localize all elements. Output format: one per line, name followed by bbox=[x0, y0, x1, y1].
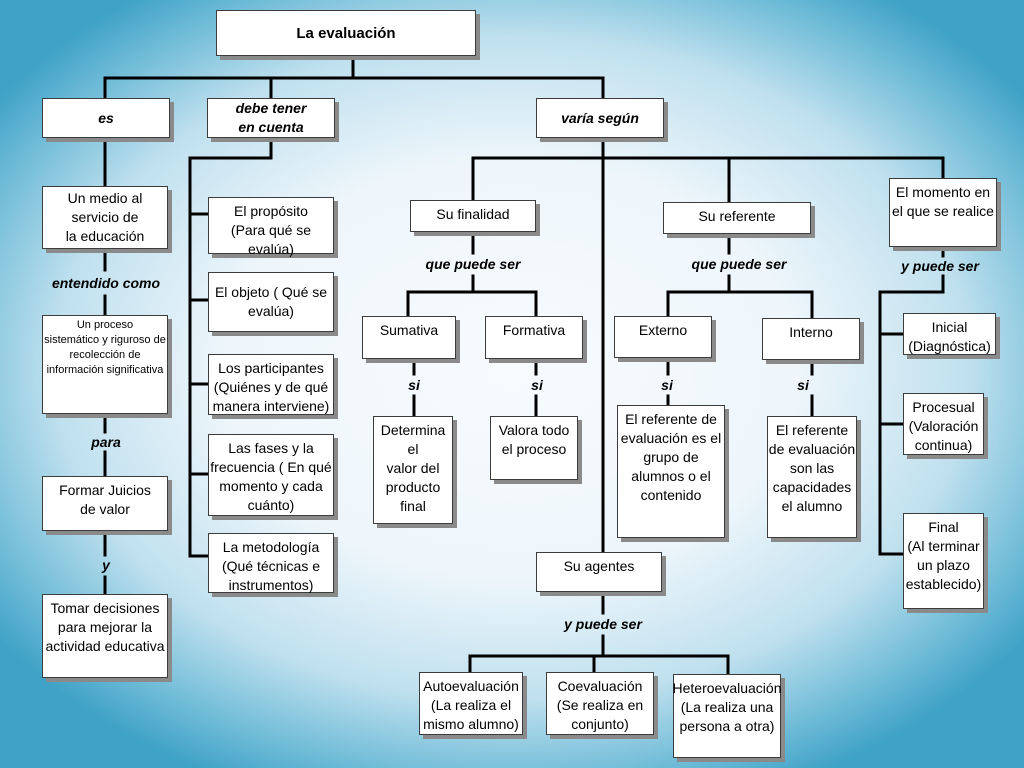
coevaluacion-box: Coevaluación (Se realiza en conjunto) bbox=[546, 672, 654, 735]
cuenta-item-objeto: El objeto ( Qué se evalúa) bbox=[208, 272, 334, 332]
branch-varia-segun: varía según bbox=[536, 98, 664, 138]
referente-box: Su referente bbox=[663, 202, 811, 234]
externo-desc-box: El referente de evaluación es el grupo d… bbox=[617, 405, 725, 538]
connector-cuenta bbox=[188, 136, 273, 558]
formativa-box: Formativa bbox=[485, 316, 583, 359]
connector-finalidad bbox=[406, 230, 538, 418]
externo-box: Externo bbox=[614, 316, 712, 358]
final-box: Final (Al terminar un plazo establecido) bbox=[903, 513, 984, 609]
branch-debe-tener: debe tener en cuenta bbox=[207, 98, 335, 138]
cuenta-item-fases: Las fases y la frecuencia ( En qué momen… bbox=[208, 434, 334, 516]
agentes-connector-label: y puede ser bbox=[564, 616, 642, 632]
root-title: La evaluación bbox=[216, 10, 476, 56]
cuenta-item-metodologia: La metodología (Qué técnicas e instrumen… bbox=[208, 533, 334, 593]
juicios-box: Formar Juicios de valor bbox=[42, 476, 168, 531]
momento-box: El momento en el que se realice bbox=[889, 178, 997, 247]
inicial-box: Inicial (Diagnóstica) bbox=[903, 313, 996, 355]
entendido-como-label: entendido como bbox=[51, 275, 161, 291]
connector-referente bbox=[666, 232, 814, 418]
externo-si-label: si bbox=[661, 377, 673, 393]
referente-connector-label: que puede ser bbox=[691, 256, 787, 272]
sumativa-box: Sumativa bbox=[362, 316, 456, 359]
connector-momento bbox=[878, 245, 945, 556]
formativa-si-label: si bbox=[531, 377, 543, 393]
agentes-box: Su agentes bbox=[536, 552, 662, 592]
cuenta-item-proposito: El propósito (Para qué se evalúa) bbox=[208, 197, 334, 257]
finalidad-connector-label: que puede ser bbox=[425, 256, 521, 272]
connector-varia bbox=[471, 136, 945, 554]
sumativa-si-label: si bbox=[408, 377, 420, 393]
proceso-box: Un proceso sistemático y riguroso de rec… bbox=[42, 315, 168, 414]
decisiones-box: Tomar decisiones para mejorar la activid… bbox=[42, 594, 168, 678]
interno-desc-box: El referente de evaluación son las capac… bbox=[767, 416, 857, 538]
cuenta-item-participantes: Los participantes (Quiénes y de qué mane… bbox=[208, 354, 334, 415]
interno-si-label: si bbox=[797, 377, 809, 393]
sumativa-desc-box: Determina el valor del producto final bbox=[373, 416, 453, 524]
finalidad-box: Su finalidad bbox=[410, 200, 536, 232]
autoevaluacion-box: Autoevaluación (La realiza el mismo alum… bbox=[419, 672, 523, 735]
branch-es: es bbox=[42, 98, 170, 138]
connector-agentes bbox=[468, 590, 730, 676]
medio-box: Un medio al servicio de la educación bbox=[42, 186, 168, 249]
heteroevaluacion-box: Heteroevaluación (La realiza una persona… bbox=[673, 674, 781, 758]
procesual-box: Procesual (Valoración continua) bbox=[903, 393, 984, 455]
formativa-desc-box: Valora todo el proceso bbox=[490, 416, 578, 480]
connector-root bbox=[103, 55, 605, 100]
momento-connector-label: y puede ser bbox=[901, 258, 979, 274]
y-label: y bbox=[102, 557, 110, 573]
para-label: para bbox=[91, 434, 121, 450]
interno-box: Interno bbox=[762, 318, 860, 360]
